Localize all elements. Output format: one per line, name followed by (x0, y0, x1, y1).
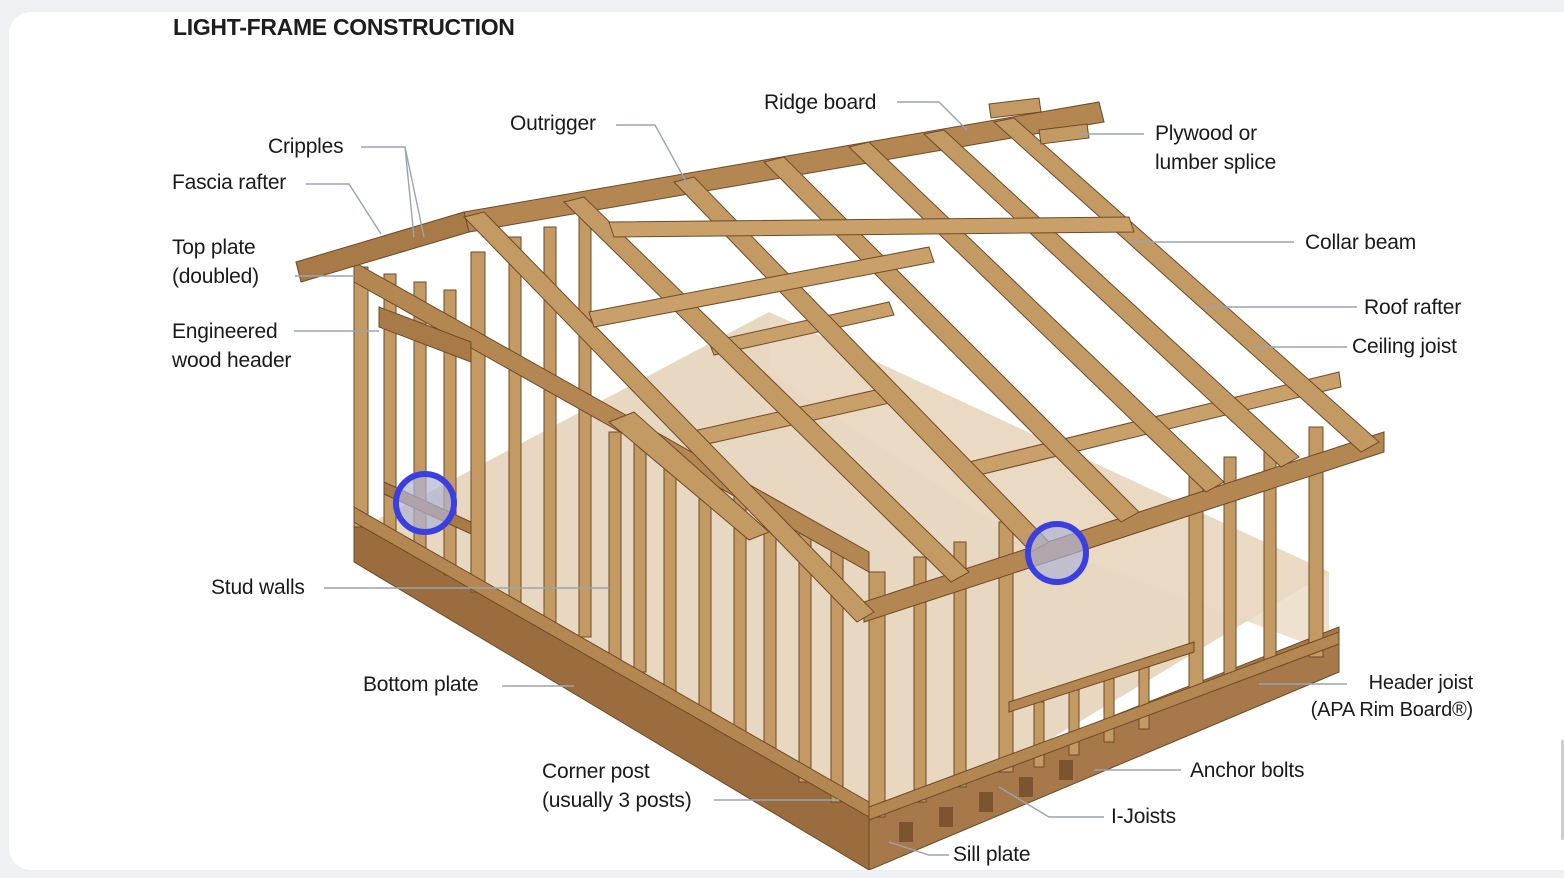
marker-front-wall (1028, 524, 1086, 582)
label-stud-walls: Stud walls (211, 573, 305, 602)
label-top-plate: Top plate (doubled) (172, 233, 259, 291)
label-collar-beam: Collar beam (1305, 228, 1416, 257)
house-frame-illustration (9, 12, 1564, 870)
label-ceiling-joist: Ceiling joist (1352, 332, 1457, 361)
label-fascia-rafter: Fascia rafter (172, 168, 286, 197)
label-plywood-splice: Plywood or lumber splice (1155, 119, 1276, 177)
label-i-joists: I-Joists (1111, 802, 1176, 831)
label-outrigger: Outrigger (510, 109, 596, 138)
label-corner-post: Corner post (usually 3 posts) (542, 757, 692, 815)
label-bottom-plate: Bottom plate (363, 670, 479, 699)
label-cripples: Cripples (268, 132, 343, 161)
diagram-card: LIGHT-FRAME CONSTRUCTION (9, 12, 1564, 870)
label-sill-plate: Sill plate (953, 840, 1030, 869)
fascia-rafter (296, 212, 469, 282)
label-roof-rafter: Roof rafter (1364, 293, 1461, 322)
marker-left-wall (396, 474, 454, 532)
label-ridge-board: Ridge board (764, 88, 876, 117)
label-anchor-bolts: Anchor bolts (1190, 756, 1304, 785)
label-engineered-header: Engineered wood header (172, 317, 291, 375)
label-header-joist: Header joist (APA Rim Board®) (1289, 670, 1473, 724)
